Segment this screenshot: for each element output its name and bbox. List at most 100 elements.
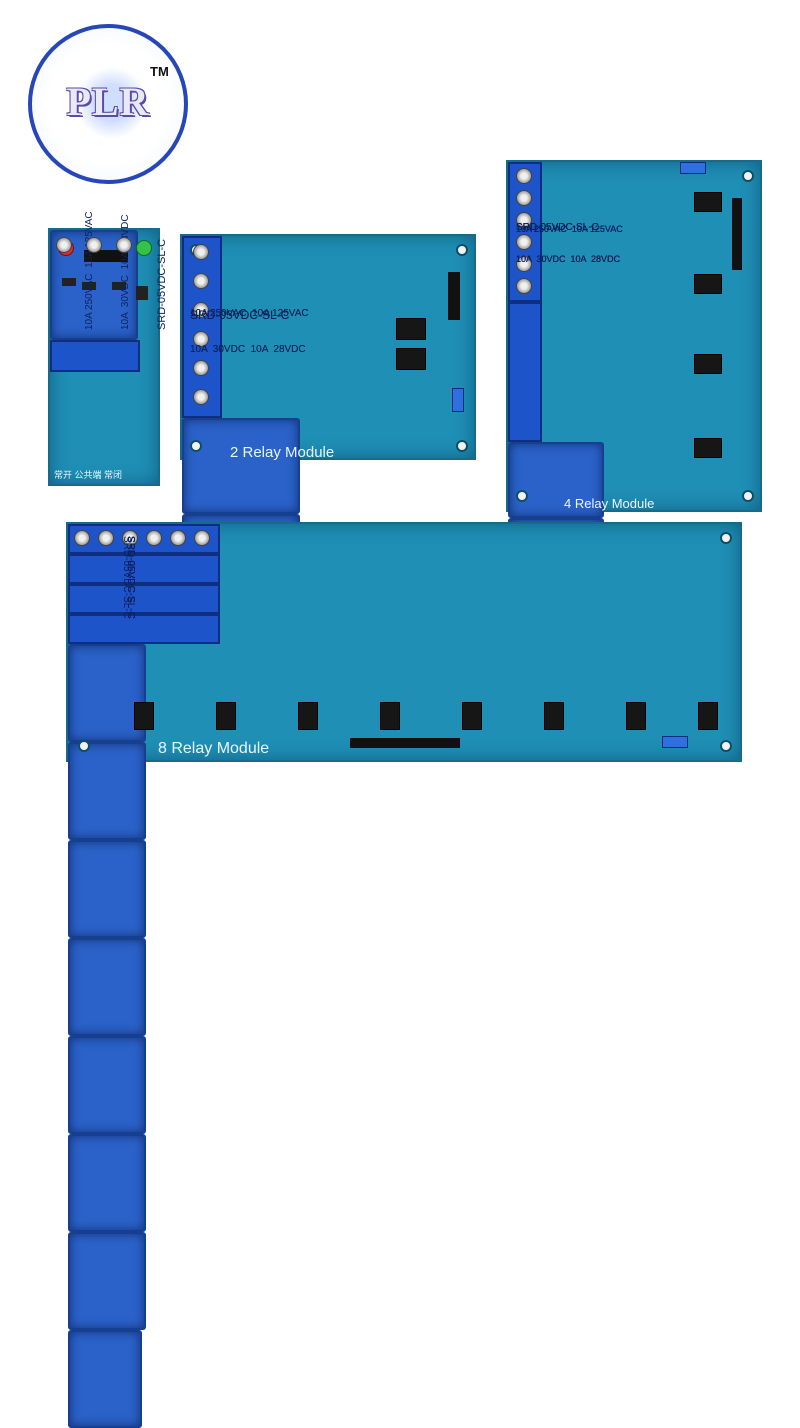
screw-terminal	[68, 530, 220, 644]
relay-model: SRD-05VDC-SL-C	[516, 222, 599, 233]
mount-hole	[78, 740, 90, 752]
relay: SRD-05VDC-SL-C	[68, 536, 146, 840]
relay-spec-line1: 10A 250VAC 10A 125VAC	[516, 224, 623, 234]
screw-icon	[193, 389, 209, 405]
screw-terminal	[508, 168, 542, 442]
relay-model: SRD-05VDC-SL-C	[156, 238, 168, 330]
screw-icon	[516, 234, 532, 250]
board-label: 4 Relay Module	[564, 496, 655, 511]
relay: SRD-05VDC-SL-C	[68, 536, 146, 1036]
relay-spec-line2: 10A 30VDC 10A 28VDC	[190, 344, 306, 355]
four-relay-board: 10A 250VAC 10A 125VAC 10A 30VDC 10A 28VD…	[506, 160, 762, 746]
relay-model: SRD-05VDC-SL-C	[121, 536, 132, 619]
screw-icon	[86, 237, 102, 253]
screw-icon	[56, 237, 72, 253]
smd-component	[112, 282, 126, 290]
relay-spec-line2: 10A 30VDC 10A 28VDC	[516, 254, 621, 264]
board-label: 2 Relay Module	[230, 444, 335, 461]
screw-icon	[516, 256, 532, 272]
optocoupler-chip	[626, 702, 646, 730]
screw-icon	[193, 302, 209, 318]
relay-spec-line2: 10A 30VDC 10A 28VDC	[516, 254, 621, 264]
relay-spec-line1: 10A 250VAC 10A 125VAC	[190, 308, 309, 319]
screw-icon	[116, 237, 132, 253]
screw-terminal	[68, 530, 220, 584]
screw-icon	[98, 530, 114, 546]
optocoupler-chip	[694, 354, 722, 374]
two-relay-board: 10A 250VAC 10A 125VAC 10A 30VDC 10A 28VD…	[180, 234, 476, 610]
mount-hole	[742, 490, 754, 502]
screw-icon	[516, 278, 532, 294]
optocoupler-chip	[396, 318, 426, 340]
transistor	[136, 286, 148, 300]
mount-hole	[456, 440, 468, 452]
screw-terminal	[68, 530, 220, 614]
relay-model: SRD-05VDC-SL-C	[516, 222, 599, 233]
relay-spec-line1: 10A 250VAC 10A 125VAC	[516, 224, 623, 234]
relay: SRD-05VDC-SL-C	[68, 536, 142, 1428]
screw-icon	[193, 360, 209, 376]
green-led-icon	[136, 240, 152, 256]
screw-icon	[193, 273, 209, 289]
optocoupler-chip	[694, 192, 722, 212]
screw-icon	[516, 190, 532, 206]
trademark-symbol: TM	[150, 64, 169, 79]
mount-hole	[190, 440, 202, 452]
mount-hole	[456, 244, 468, 256]
smd-component	[82, 282, 96, 290]
plr-logo: PLR	[28, 24, 188, 184]
optocoupler-chip	[462, 702, 482, 730]
relay-model: SRD-05VDC-SL-C	[516, 222, 599, 233]
relay: SRD-05VDC-SL-C	[68, 536, 146, 742]
relay: 10A 250VAC 10A 125VAC 10A 30VDC 10A 28VD…	[182, 308, 309, 514]
relay-model: SRD-05VDC-SL-C	[190, 308, 290, 322]
mount-hole	[720, 740, 732, 752]
screw-icon	[122, 530, 138, 546]
optocoupler-chip	[298, 702, 318, 730]
relay-spec-line1: 10A 250VAC 10A 125VAC	[516, 224, 623, 234]
optocoupler-chip	[380, 702, 400, 730]
screw-terminal	[182, 236, 222, 418]
relay-spec-line1: 10A 250VAC 10A 125VAC	[190, 308, 309, 319]
screw-icon	[74, 530, 90, 546]
screw-icon	[170, 530, 186, 546]
screw-icon	[516, 212, 532, 228]
relay: 10A 250VAC 10A 125VAC 10A 30VDC 10A 28VD…	[508, 222, 623, 518]
pin-header	[732, 198, 742, 270]
relay-model: SRD-05VDC-SL-C	[516, 222, 599, 233]
pin-header	[448, 272, 460, 320]
jumper	[680, 162, 706, 174]
eight-relay-board: SRD-05VDC-SL-C SRD-05VDC-SL-C SRD-05VDC-…	[66, 522, 742, 1428]
mount-hole	[516, 490, 528, 502]
optocoupler-chip	[698, 702, 718, 730]
logo-glow	[72, 58, 152, 148]
logo-text: PLR	[66, 79, 150, 124]
relay: SRD-05VDC-SL-C	[68, 536, 146, 1330]
relay-spec-line2: 10A 30VDC 10A 28VDC	[516, 254, 621, 264]
relay: SRD-05VDC-SL-C	[68, 536, 146, 1134]
pin-header	[350, 738, 460, 748]
screw-icon	[194, 530, 210, 546]
optocoupler-chip	[694, 438, 722, 458]
smd-component	[62, 278, 76, 286]
terminal-label: 常开 公共端 常闭	[54, 470, 123, 480]
jumper	[662, 736, 688, 748]
mount-hole	[720, 532, 732, 544]
jumper	[452, 388, 464, 412]
board-label: 8 Relay Module	[158, 740, 270, 757]
optocoupler-chip	[544, 702, 564, 730]
relay-spec-line1: 10A 250VAC 10A 125VAC	[516, 224, 623, 234]
mount-hole	[742, 170, 754, 182]
relay-spec-line2: 10A 30VDC 10A 28VDC	[516, 254, 621, 264]
pin-header	[84, 250, 128, 262]
optocoupler-chip	[216, 702, 236, 730]
relay: SRD-05VDC-SL-C	[68, 536, 146, 1232]
optocoupler-chip	[396, 348, 426, 370]
one-relay-board: 10A 250VAC 10A 125VAC 10A 30VDC 10A 28VD…	[48, 211, 168, 486]
relay: SRD-05VDC-SL-C	[68, 536, 146, 938]
relay-spec-line2: 10A 30VDC 10A 28VDC	[190, 344, 306, 355]
screw-icon	[193, 331, 209, 347]
screw-icon	[193, 244, 209, 260]
screw-icon	[516, 168, 532, 184]
relay-model: SRD-05VDC-SL-C	[190, 308, 290, 322]
